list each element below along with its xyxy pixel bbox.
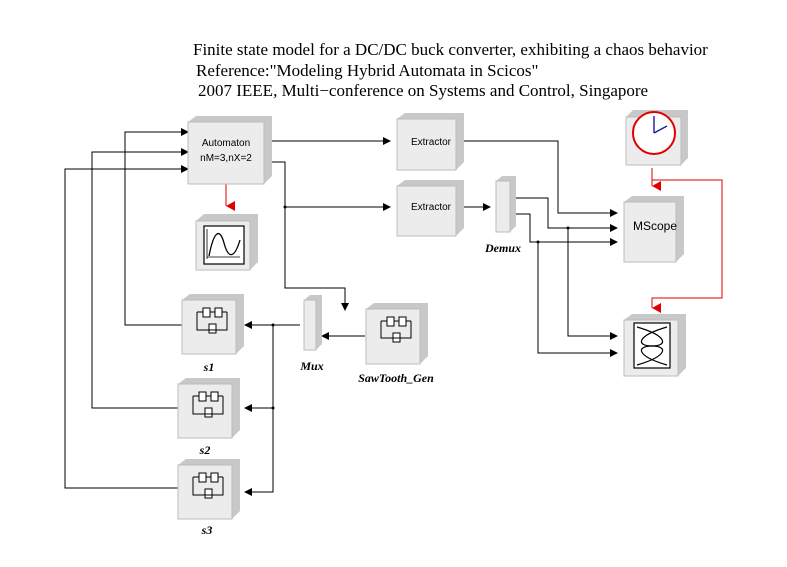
extractor1-label: Extractor (411, 137, 452, 148)
title-line-2: Reference:"Modeling Hybrid Automata in S… (196, 61, 539, 80)
s2-caption: s2 (199, 443, 211, 457)
demux-block[interactable]: Demux (484, 176, 521, 255)
automaton-label-1: Automaton (202, 138, 250, 149)
link-extractor1-mscope (458, 140, 618, 217)
superblock-icon (192, 472, 224, 499)
superblock-icon (196, 307, 228, 334)
link-mux-s2 (244, 325, 274, 412)
extractor2-label: Extractor (411, 202, 452, 213)
automaton-block[interactable]: Automaton nM=3,nX=2 (187, 116, 272, 185)
s3-block[interactable]: s3 (177, 459, 240, 537)
link-demux-mscope-1 (512, 197, 618, 232)
activation-clock-cscopxy (651, 179, 723, 313)
cscopxy-block[interactable] (623, 314, 686, 377)
superblock-icon (192, 391, 224, 418)
mscope-label: MScope (633, 219, 677, 233)
mux-caption: Mux (299, 359, 323, 373)
mux-block[interactable]: Mux (299, 295, 324, 373)
link-mux-s3 (244, 408, 274, 496)
mscope-block[interactable]: MScope (623, 196, 684, 263)
demux-caption: Demux (484, 241, 521, 255)
s2-block[interactable]: s2 (177, 378, 240, 457)
s1-caption: s1 (203, 360, 215, 374)
superblock-icon (380, 316, 412, 343)
link-demux-mscope-2 (512, 213, 618, 246)
s1-block[interactable]: s1 (181, 294, 244, 374)
clock-block[interactable] (625, 110, 688, 166)
title-line-3: 2007 IEEE, Multi−conference on Systems a… (198, 81, 649, 100)
extractor1-block[interactable]: Extractor (396, 113, 464, 171)
s3-caption: s3 (201, 523, 213, 537)
link-s2-automaton (91, 148, 189, 409)
plot-block[interactable] (195, 214, 258, 271)
automaton-label-2: nM=3,nX=2 (200, 153, 252, 164)
link-automaton-mux (284, 207, 349, 311)
xy-plot-icon (633, 322, 671, 369)
sawtooth-caption: SawTooth_Gen (358, 371, 434, 385)
link-s1-automaton (124, 128, 189, 326)
title-line-1: Finite state model for a DC/DC buck conv… (193, 40, 708, 59)
link-automaton-extractor2 (266, 161, 391, 211)
link-demux-cscopxy-1 (567, 228, 618, 340)
sawtooth-block[interactable]: SawTooth_Gen (358, 303, 434, 385)
link-s3-automaton (64, 165, 189, 489)
extractor2-block[interactable]: Extractor (396, 180, 464, 237)
link-demux-cscopxy-2 (537, 242, 618, 357)
